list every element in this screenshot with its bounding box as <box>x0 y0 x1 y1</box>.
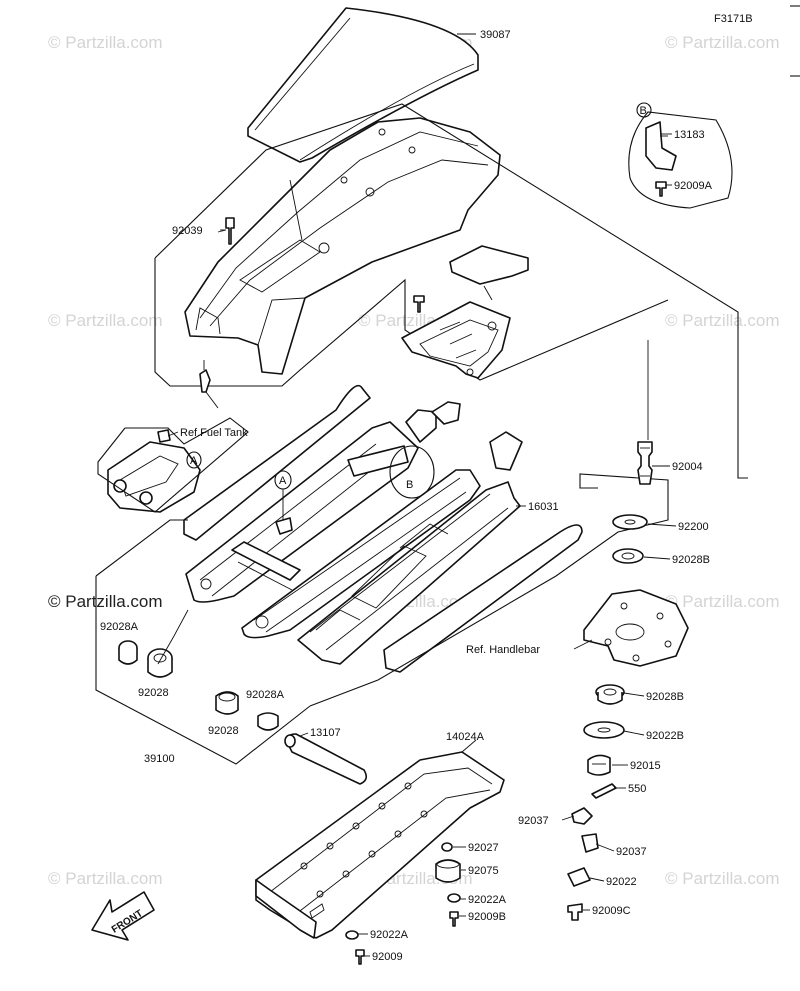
callout-b-circle <box>636 102 652 118</box>
part-label-ref-fuel-tank: Ref.Fuel Tank <box>180 427 248 439</box>
bolt-92009 <box>355 949 365 965</box>
diagram-id: F3171B <box>714 13 753 25</box>
part-label-14024a: 14024A <box>446 731 485 743</box>
foam-strip-right <box>383 524 583 673</box>
callout-a-label: A <box>279 475 287 487</box>
part-label-92037: 92037 <box>616 846 647 858</box>
watermark: © Partzilla.com <box>665 869 780 888</box>
part-label-92028: 92028 <box>138 687 169 699</box>
cotter-pin-550 <box>591 783 617 799</box>
part-label-92027: 92027 <box>468 842 499 854</box>
part-label-92028: 92028 <box>208 725 239 737</box>
part-label-16031: 16031 <box>528 501 559 513</box>
part-label-92009b: 92009B <box>468 911 506 923</box>
leader-lines <box>167 33 677 957</box>
watermark: © Partzilla.com <box>48 33 163 52</box>
washer-92022a <box>447 893 461 903</box>
latch-plate <box>449 245 529 285</box>
seat-housing <box>184 117 501 375</box>
bolt-92009b <box>449 911 459 927</box>
group-outline-39100 <box>95 519 188 577</box>
part-label-ref-handlebar: Ref. Handlebar <box>466 644 540 656</box>
watermark: © Partzilla.com <box>48 311 163 330</box>
nut-92015 <box>587 754 611 776</box>
washer-92027 <box>441 842 453 852</box>
callout-b-inline: B <box>406 479 413 491</box>
part-label-39087: 39087 <box>480 29 511 41</box>
part-label-92009: 92009 <box>372 951 403 963</box>
part-label-92022b: 92022B <box>646 730 684 742</box>
washer-92022a-b <box>345 930 359 940</box>
part-label-92028a: 92028A <box>100 621 139 633</box>
callout-a-circle <box>186 451 202 469</box>
stud-92004 <box>637 441 653 485</box>
part-labels: 39087 13183 92009A 92039 Ref.Fuel Tank 9… <box>100 29 713 963</box>
handlebar-plate <box>583 589 689 667</box>
rivet <box>199 360 219 409</box>
part-label-92028b: 92028B <box>672 554 710 566</box>
front-arrow: FRONT <box>91 891 155 941</box>
part-label-92028b: 92028B <box>646 691 684 703</box>
washer-92022b <box>583 721 625 739</box>
screw-92039 <box>217 217 235 245</box>
group-outline-39100 <box>95 576 311 765</box>
washer-92200 <box>612 514 648 530</box>
part-label-92028a: 92028A <box>246 689 285 701</box>
bushings-left <box>118 609 279 731</box>
mounting-plate <box>401 245 529 379</box>
collar-13107 <box>284 733 368 785</box>
handlebar-parts <box>583 340 689 799</box>
foam-strip-left <box>183 384 371 541</box>
washer-92022 <box>567 867 591 887</box>
part-label-92015: 92015 <box>630 760 661 772</box>
skid-plate-14024a <box>255 751 505 939</box>
part-label-13107: 13107 <box>310 727 341 739</box>
part-label-39100: 39100 <box>144 753 175 765</box>
bracket-13183 <box>645 121 677 171</box>
clip-92037-b <box>581 833 599 853</box>
seat-cushion <box>247 7 479 163</box>
part-label-92009a: 92009A <box>674 180 713 192</box>
tunnel-16031 <box>297 481 521 665</box>
part-label-92009c: 92009C <box>592 905 631 917</box>
bolt-92009c <box>567 903 583 921</box>
pivot-ring <box>389 445 435 499</box>
detail-outline <box>628 111 733 209</box>
leader-line <box>289 179 303 241</box>
part-label-92022a: 92022A <box>468 894 507 906</box>
part-label-92039: 92039 <box>172 225 203 237</box>
part-label-92075: 92075 <box>468 865 499 877</box>
part-label-92004: 92004 <box>672 461 703 473</box>
callout-a-label: A <box>190 455 198 467</box>
watermark: © Partzilla.com <box>665 33 780 52</box>
group-outline-39100 <box>309 473 669 707</box>
clip-92037 <box>571 807 593 825</box>
watermark: © Partzilla.com <box>665 311 780 330</box>
group-outline <box>154 103 748 479</box>
part-label-92022: 92022 <box>606 876 637 888</box>
watermark: © Partzilla.com <box>48 592 163 611</box>
bracket-13183-group: B <box>628 102 733 209</box>
callout-b-label: B <box>640 105 647 117</box>
bushing-92028b <box>612 548 644 564</box>
frame-39100: B A <box>183 384 583 673</box>
part-label-550: 550 <box>628 783 646 795</box>
part-label-13183: 13183 <box>674 129 705 141</box>
bolt-92009a <box>655 181 667 197</box>
watermark: © Partzilla.com <box>48 869 163 888</box>
grommet-92075 <box>435 859 461 883</box>
part-label-92200: 92200 <box>678 521 709 533</box>
hardware-small <box>345 807 599 965</box>
watermark: © Partzilla.com <box>665 592 780 611</box>
part-label-92037: 92037 <box>518 815 549 827</box>
part-label-92022a: 92022A <box>370 929 409 941</box>
fuel-tank-ref: A <box>97 417 249 513</box>
